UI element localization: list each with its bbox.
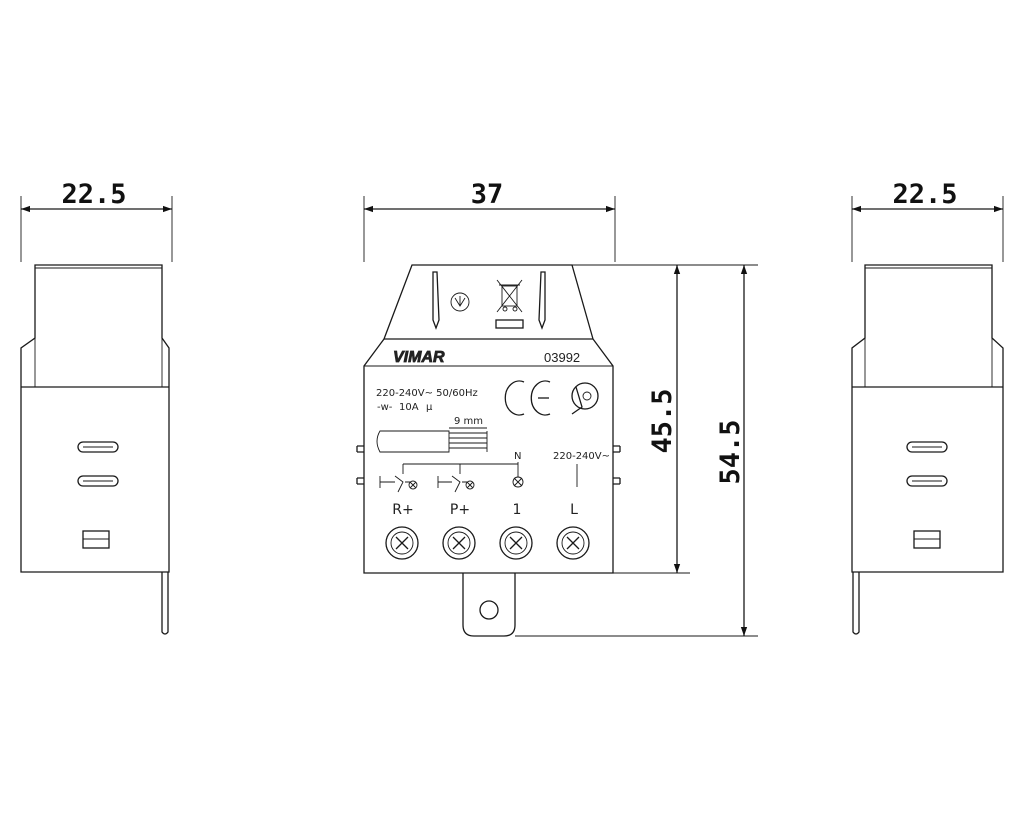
right-vent-slot-2 — [906, 475, 948, 487]
neutral-label: N — [514, 451, 521, 462]
left-housing-outline — [20, 264, 170, 573]
left-vent-slot-1 — [77, 441, 119, 453]
strip-length-label: 9 mm — [454, 416, 483, 427]
brand-label: VIMAR — [393, 349, 445, 366]
ce-mark-icon — [504, 380, 551, 416]
right-pin-lower — [613, 477, 621, 485]
right-side-view: 22.5 — [851, 179, 1004, 635]
right-housing-outline — [851, 264, 1004, 573]
left-vent-slot-2 — [77, 475, 119, 487]
approval-mark-symbol — [454, 296, 466, 307]
wire-strip-diagram — [376, 427, 488, 453]
terminal-label-1: 1 — [513, 502, 522, 518]
product-code: 03992 — [544, 350, 580, 365]
right-width-dim-text: 22.5 — [892, 179, 957, 210]
fixing-hole — [479, 600, 499, 620]
left-width-dim-text: 22.5 — [61, 179, 126, 210]
terminal-screw-1 — [499, 526, 533, 560]
left-fixing-lug — [161, 572, 169, 635]
rating-current: 10A — [399, 402, 419, 413]
body-height-dim-text: 45.5 — [647, 388, 678, 453]
weee-bin-icon — [496, 279, 523, 313]
left-release-tab — [82, 530, 110, 549]
terminal-label-l: L — [570, 502, 578, 518]
rating-mu: μ — [426, 402, 433, 413]
total-height-dim-text: 54.5 — [715, 419, 746, 484]
terminal-screw-l — [556, 526, 590, 560]
left-pin-lower — [356, 477, 364, 485]
right-rib — [538, 271, 546, 330]
weee-bar — [495, 319, 524, 329]
terminal-screw-r — [385, 526, 419, 560]
right-vent-slot-1 — [906, 441, 948, 453]
rating-symbol: -w- — [377, 402, 393, 413]
left-side-view: 22.5 — [20, 179, 173, 635]
rating-voltage: 220-240V~ 50/60Hz — [376, 388, 478, 399]
front-view: 37 VIMAR 03992 220-240V~ 50/60Hz -w- 10A… — [356, 179, 758, 637]
wiring-schematic — [379, 462, 578, 493]
left-pin-upper — [356, 445, 364, 453]
terminal-screw-p — [442, 526, 476, 560]
supply-label: 220-240V~ — [553, 451, 610, 462]
front-width-dim-text: 37 — [471, 179, 504, 210]
terminal-label-p: P+ — [450, 502, 470, 518]
front-fixing-lug — [462, 573, 516, 637]
right-pin-upper — [613, 445, 621, 453]
approval-mark-icon — [450, 292, 470, 312]
right-release-tab — [913, 530, 941, 549]
imq-mark-icon — [571, 382, 599, 415]
terminal-label-r: R+ — [392, 502, 413, 518]
left-rib — [432, 271, 440, 330]
right-fixing-lug — [852, 572, 860, 635]
